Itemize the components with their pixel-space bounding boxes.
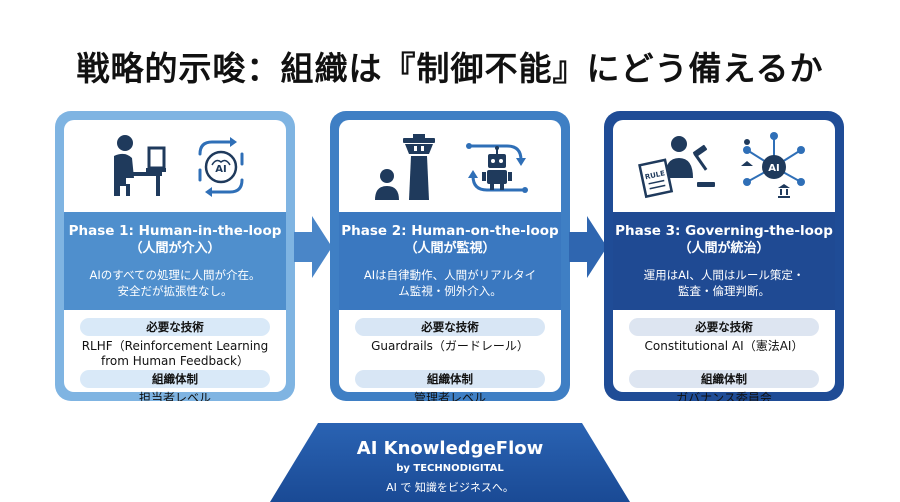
ai-brain-cycle-icon: AI — [198, 137, 244, 197]
judge-rules-gavel-icon: RULE — [638, 136, 715, 199]
phase-3-icons: RULE — [613, 120, 835, 212]
phase-2-card: Phase 2: Human-on-the-loop （人間が監視） AIは自律… — [330, 111, 570, 401]
phase-3-org-label: 組織体制 — [629, 370, 819, 388]
phase-3-details: 必要な技術 Constitutional AI（憲法AI） 組織体制 ガバナンス… — [613, 310, 835, 401]
phase-2-title: Phase 2: Human-on-the-loop — [341, 223, 559, 239]
phase-1-description-line: AIのすべての処理に人間が介在。 — [89, 268, 261, 282]
person-at-computer-icon — [114, 135, 166, 196]
phase-2-tech-value: Guardrails（ガードレール） — [339, 339, 561, 354]
phase-3-card: RULE — [604, 111, 844, 401]
phase-1-tech-value: RLHF（Reinforcement Learning from Human F… — [64, 339, 286, 369]
phase-1-description: AIのすべての処理に人間が介在。 安全だが拡張性なし。 — [64, 267, 286, 299]
phase-3-tech-label: 必要な技術 — [629, 318, 819, 336]
brand-name: AI KnowledgeFlow — [356, 438, 544, 459]
phase-1-tech-line: from Human Feedback） — [101, 354, 249, 368]
robot-cycle-icon — [466, 143, 528, 193]
brain-label: AI — [215, 164, 226, 175]
control-tower-person-icon — [375, 134, 435, 200]
phase-3-header: Phase 3: Governing-the-loop （人間が統治） 運用はA… — [613, 212, 835, 310]
phase-3-title: Phase 3: Governing-the-loop — [615, 223, 833, 239]
phase-2-org-label: 組織体制 — [355, 370, 545, 388]
phase-1-header: Phase 1: Human-in-the-loop （人間が介入） AIのすべ… — [64, 212, 286, 310]
phase-2-card-body: Phase 2: Human-on-the-loop （人間が監視） AIは自律… — [339, 120, 561, 401]
phase-2-icons — [339, 120, 561, 212]
phase-1-description-line: 安全だが拡張性なし。 — [117, 284, 233, 298]
phase-1-org-value: 担当者レベル — [138, 391, 211, 401]
phase-3-description-line: 監査・倫理判断。 — [678, 284, 770, 298]
phase-2-description: AIは自律動作、人間がリアルタイ ム監視・例外介入。 — [339, 267, 561, 299]
ai-network-icon: AI — [741, 132, 805, 198]
phase-3-org-value: ガバナンス委員会 — [676, 391, 772, 401]
phase-2-org-value: 管理者レベル — [413, 391, 486, 401]
phase-3-card-body: RULE — [613, 120, 835, 401]
phase-1-details: 必要な技術 RLHF（Reinforcement Learning from H… — [64, 310, 286, 401]
phase-2-header: Phase 2: Human-on-the-loop （人間が監視） AIは自律… — [339, 212, 561, 310]
phase-1-tech-line: RLHF（Reinforcement Learning — [81, 339, 269, 353]
phase-1-card-body: AI Phase 1: Human-in-the-loop （人間が介入） AI… — [64, 120, 286, 401]
arrow-right-icon — [569, 216, 607, 278]
phase-1-icons: AI — [64, 120, 286, 212]
brand-tagline: AI で 知識をビジネスへ。 — [386, 481, 514, 494]
phase-3-subtitle: （人間が統治） — [678, 241, 770, 256]
phase-1-tech-label: 必要な技術 — [80, 318, 270, 336]
phase-1-card: AI Phase 1: Human-in-the-loop （人間が介入） AI… — [55, 111, 295, 401]
brand-by: by TECHNODIGITAL — [396, 463, 504, 474]
ai-network-label: AI — [768, 163, 779, 174]
phase-3-tech-line: Constitutional AI（憲法AI） — [644, 339, 804, 353]
brand-banner: AI KnowledgeFlow by TECHNODIGITAL AI で 知… — [270, 423, 630, 502]
phase-3-tech-value: Constitutional AI（憲法AI） — [613, 339, 835, 354]
arrow-right-icon — [294, 216, 332, 278]
phase-2-subtitle: （人間が監視） — [404, 241, 496, 256]
phase-2-description-line: AIは自律動作、人間がリアルタイ — [363, 268, 537, 282]
phase-1-org-label: 組織体制 — [80, 370, 270, 388]
phase-2-tech-label: 必要な技術 — [355, 318, 545, 336]
phase-3-description: 運用はAI、人間はルール策定・ 監査・倫理判断。 — [613, 267, 835, 299]
brand-trapezoid-shape — [270, 423, 630, 502]
page-title: 戦略的示唆：組織は『制御不能』にどう備えるか — [76, 49, 824, 88]
phase-2-tech-line: Guardrails（ガードレール） — [371, 339, 529, 353]
phase-3-description-line: 運用はAI、人間はルール策定・ — [643, 268, 805, 282]
phase-1-subtitle: （人間が介入） — [129, 241, 221, 256]
phase-1-title: Phase 1: Human-in-the-loop — [68, 223, 282, 239]
phase-2-details: 必要な技術 Guardrails（ガードレール） 組織体制 管理者レベル — [339, 310, 561, 401]
phase-2-description-line: ム監視・例外介入。 — [398, 284, 502, 298]
